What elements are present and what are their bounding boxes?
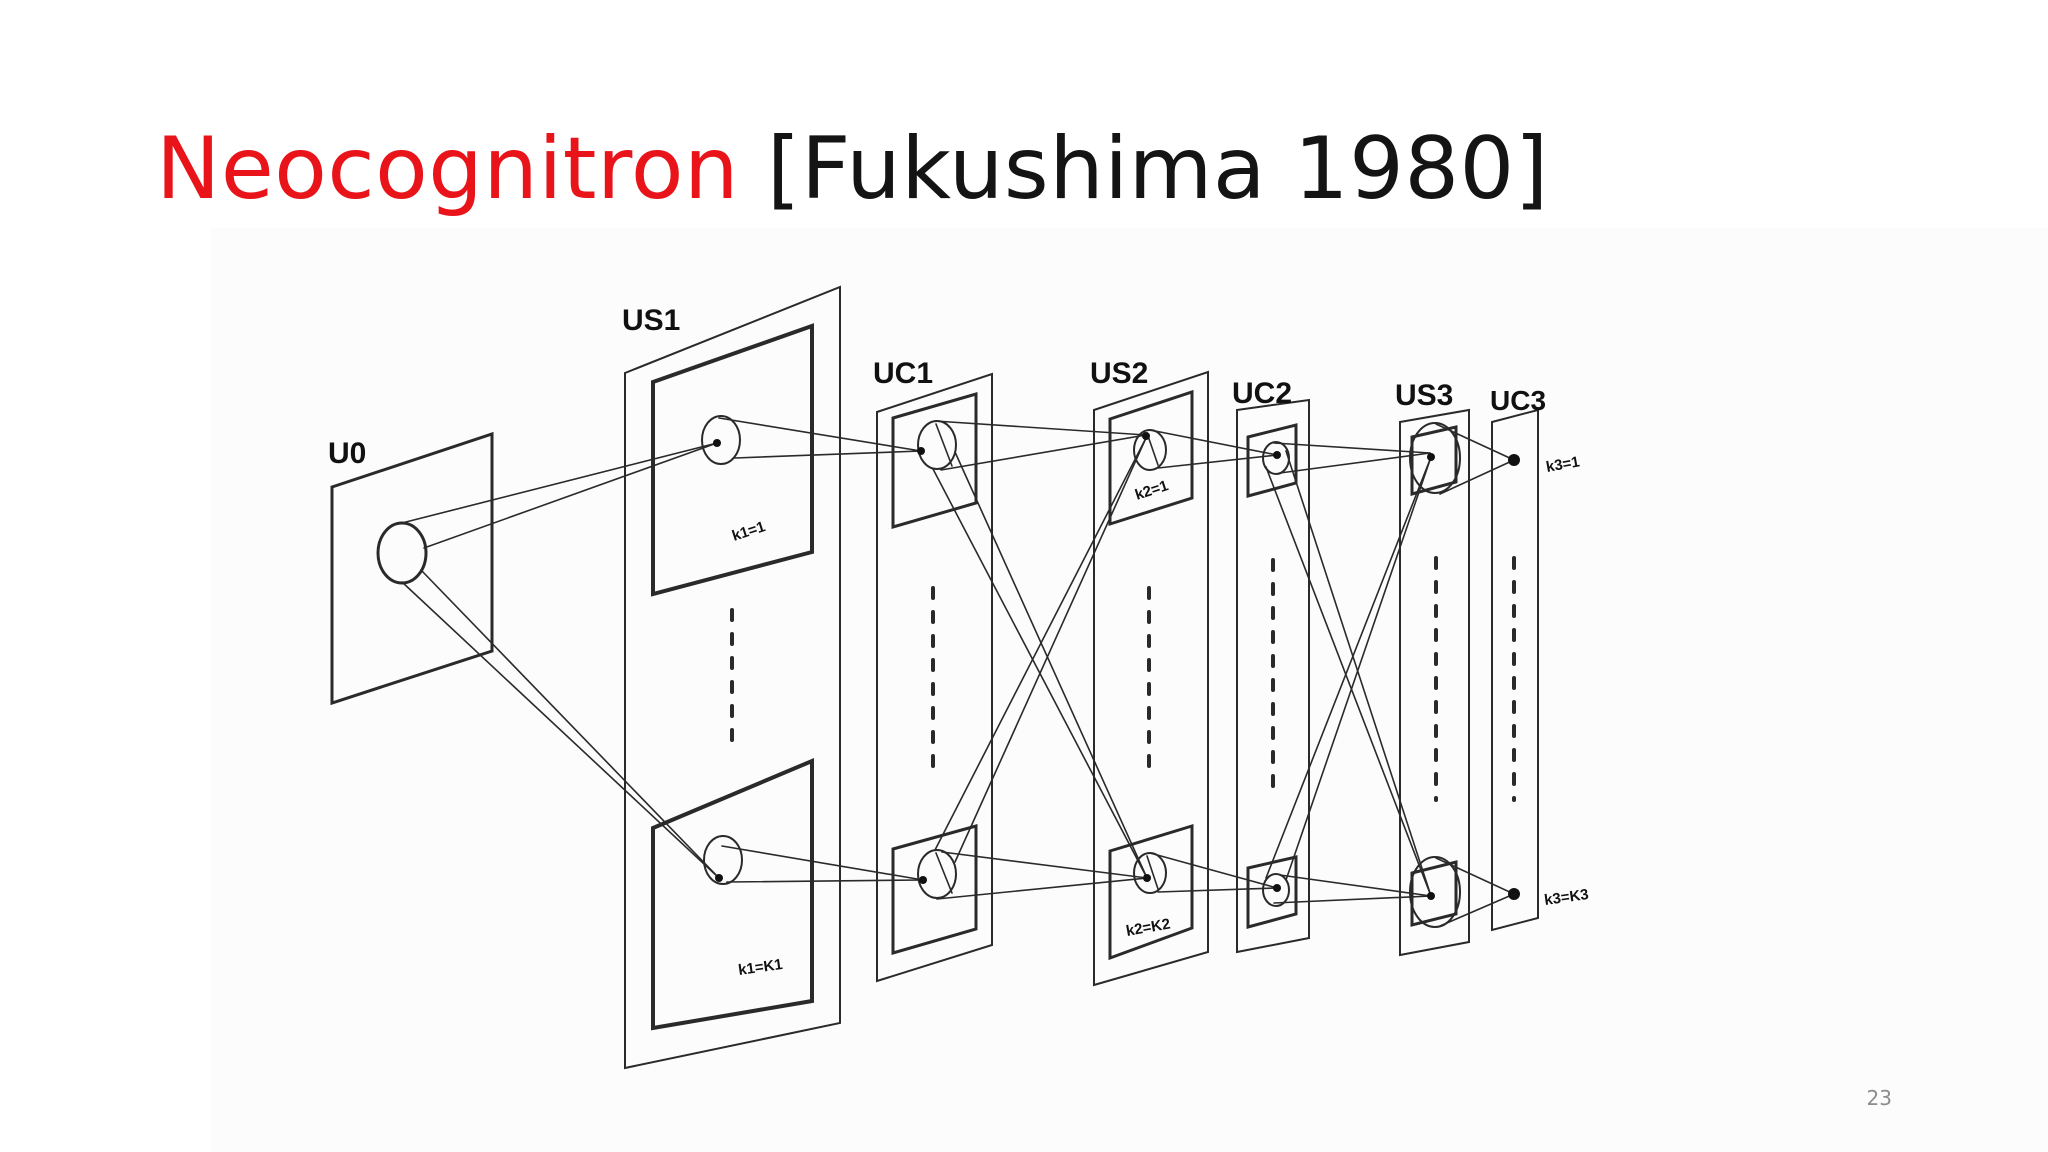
slide-page-number: 23 bbox=[1866, 1086, 1892, 1110]
title-highlight: Neocognitron bbox=[156, 119, 740, 219]
us1-field-first bbox=[701, 415, 741, 465]
neocognitron-architecture-figure: U0 US1 UC1 US2 UC2 US3 UC3 k1=1 k1=K1 k2… bbox=[328, 285, 1590, 1070]
plane-label-k3-last: k3=K3 bbox=[1543, 886, 1590, 909]
uc1-plane-last bbox=[891, 824, 978, 955]
us3-cell-last bbox=[1427, 892, 1435, 900]
uc3-cell-first bbox=[1508, 454, 1520, 466]
us1-cell-first bbox=[713, 439, 721, 447]
uc1-cell-first bbox=[917, 447, 925, 455]
us3-field-first bbox=[1409, 422, 1461, 494]
layer-label-us3: US3 bbox=[1395, 379, 1453, 412]
us2-cell-first bbox=[1142, 432, 1150, 440]
us3-layer-frame bbox=[1399, 408, 1470, 957]
us1-plane-first bbox=[651, 323, 814, 597]
us1-cell-last bbox=[715, 874, 723, 882]
us1-layer-frame bbox=[624, 285, 841, 1070]
uc1-cell-last bbox=[919, 876, 927, 884]
us1-field-last bbox=[703, 835, 743, 885]
us1-plane-last bbox=[651, 757, 814, 1031]
uc1-layer-frame bbox=[876, 372, 993, 983]
uc1-field-last bbox=[917, 849, 957, 899]
uc2-cell-last bbox=[1273, 884, 1281, 892]
us2-plane-last bbox=[1108, 823, 1194, 961]
uc2-cell-first bbox=[1273, 451, 1281, 459]
us3-field-last bbox=[1409, 856, 1461, 928]
layer-label-uc3: UC3 bbox=[1490, 385, 1546, 416]
uc2-field-last bbox=[1262, 873, 1290, 907]
plane-label-k2-first: k2=1 bbox=[1133, 477, 1170, 504]
plane-label-k1-first: k1=1 bbox=[730, 518, 767, 545]
u0-receptive-field bbox=[376, 521, 428, 585]
us2-plane-first bbox=[1108, 389, 1194, 527]
u0-input-plane bbox=[330, 431, 494, 706]
slide-title: Neocognitron [Fukushima 1980] bbox=[156, 118, 1549, 221]
plane-label-k2-last: k2=K2 bbox=[1125, 915, 1172, 939]
us3-cell-first bbox=[1427, 453, 1435, 461]
layer-label-us2: US2 bbox=[1090, 357, 1148, 390]
layer-label-uc2: UC2 bbox=[1232, 377, 1292, 410]
layer-label-u0: U0 bbox=[328, 437, 366, 470]
plane-ellipsis-markers bbox=[730, 556, 1516, 802]
cell-dots bbox=[713, 432, 1520, 900]
layer-label-uc1: UC1 bbox=[873, 357, 933, 390]
layer-label-us1: US1 bbox=[622, 304, 680, 337]
uc3-layer-frame bbox=[1491, 408, 1539, 932]
uc2-layer-frame bbox=[1236, 398, 1310, 954]
uc3-cell-last bbox=[1508, 888, 1520, 900]
connection-lines bbox=[397, 417, 1515, 927]
plane-label-k1-last: k1=K1 bbox=[737, 956, 784, 979]
plane-label-k3-first: k3=1 bbox=[1545, 453, 1581, 476]
us2-layer-frame bbox=[1093, 370, 1209, 987]
title-citation: [Fukushima 1980] bbox=[766, 119, 1549, 219]
us2-cell-last bbox=[1143, 874, 1151, 882]
uc2-plane-last bbox=[1246, 855, 1298, 929]
neocognitron-diagram: U0 US1 UC1 US2 UC2 US3 UC3 k1=1 k1=K1 k2… bbox=[210, 228, 2048, 1152]
uc1-plane-first bbox=[891, 392, 978, 529]
